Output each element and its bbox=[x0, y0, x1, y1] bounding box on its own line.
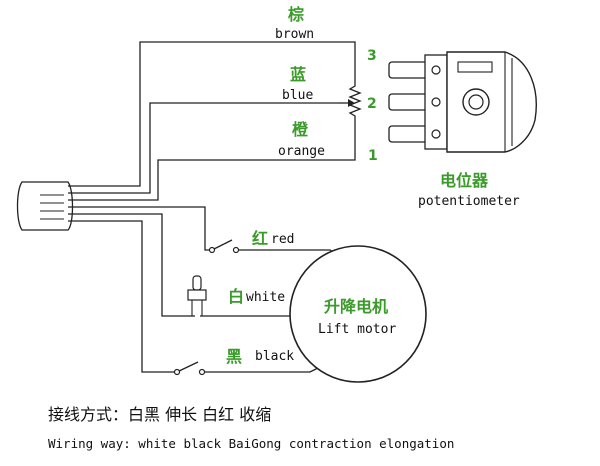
label-black-cn: 黑 bbox=[226, 347, 242, 366]
label-red-en: red bbox=[271, 232, 294, 247]
limit-switch-icon bbox=[187, 275, 207, 316]
caption-en: Wiring way: white black BaiGong contract… bbox=[48, 436, 454, 451]
label-blue-cn: 蓝 bbox=[290, 65, 306, 84]
label-black-en: black bbox=[255, 349, 294, 364]
label-motor-cn: 升降电机 bbox=[324, 297, 388, 316]
cable-bundle bbox=[16, 181, 74, 231]
label-potentiometer-cn: 电位器 bbox=[440, 171, 489, 190]
resistor-symbol bbox=[338, 82, 362, 120]
terminal-2: 2 bbox=[367, 96, 377, 112]
wire-orange bbox=[68, 120, 356, 201]
label-motor-en: Lift motor bbox=[318, 322, 396, 337]
terminal-1: 1 bbox=[368, 148, 378, 164]
motor-circle bbox=[289, 245, 427, 383]
label-orange-cn: 橙 bbox=[292, 120, 309, 139]
label-red-cn: 红 bbox=[252, 229, 268, 248]
label-blue-en: blue bbox=[282, 88, 313, 103]
label-white-en: white bbox=[246, 290, 285, 305]
wire-brown bbox=[68, 41, 356, 187]
potentiometer-icon bbox=[388, 51, 537, 153]
caption-cn: 接线方式：白黑 伸长 白红 收缩 bbox=[48, 405, 271, 424]
label-brown-cn: 棕 bbox=[288, 5, 304, 24]
wire-blue bbox=[68, 102, 338, 194]
wire-white bbox=[68, 213, 300, 317]
label-potentiometer-en: potentiometer bbox=[418, 194, 520, 209]
label-white-cn: 白 bbox=[228, 287, 244, 306]
label-orange-en: orange bbox=[278, 144, 325, 159]
terminal-3: 3 bbox=[367, 48, 377, 64]
label-brown-en: brown bbox=[275, 27, 314, 42]
